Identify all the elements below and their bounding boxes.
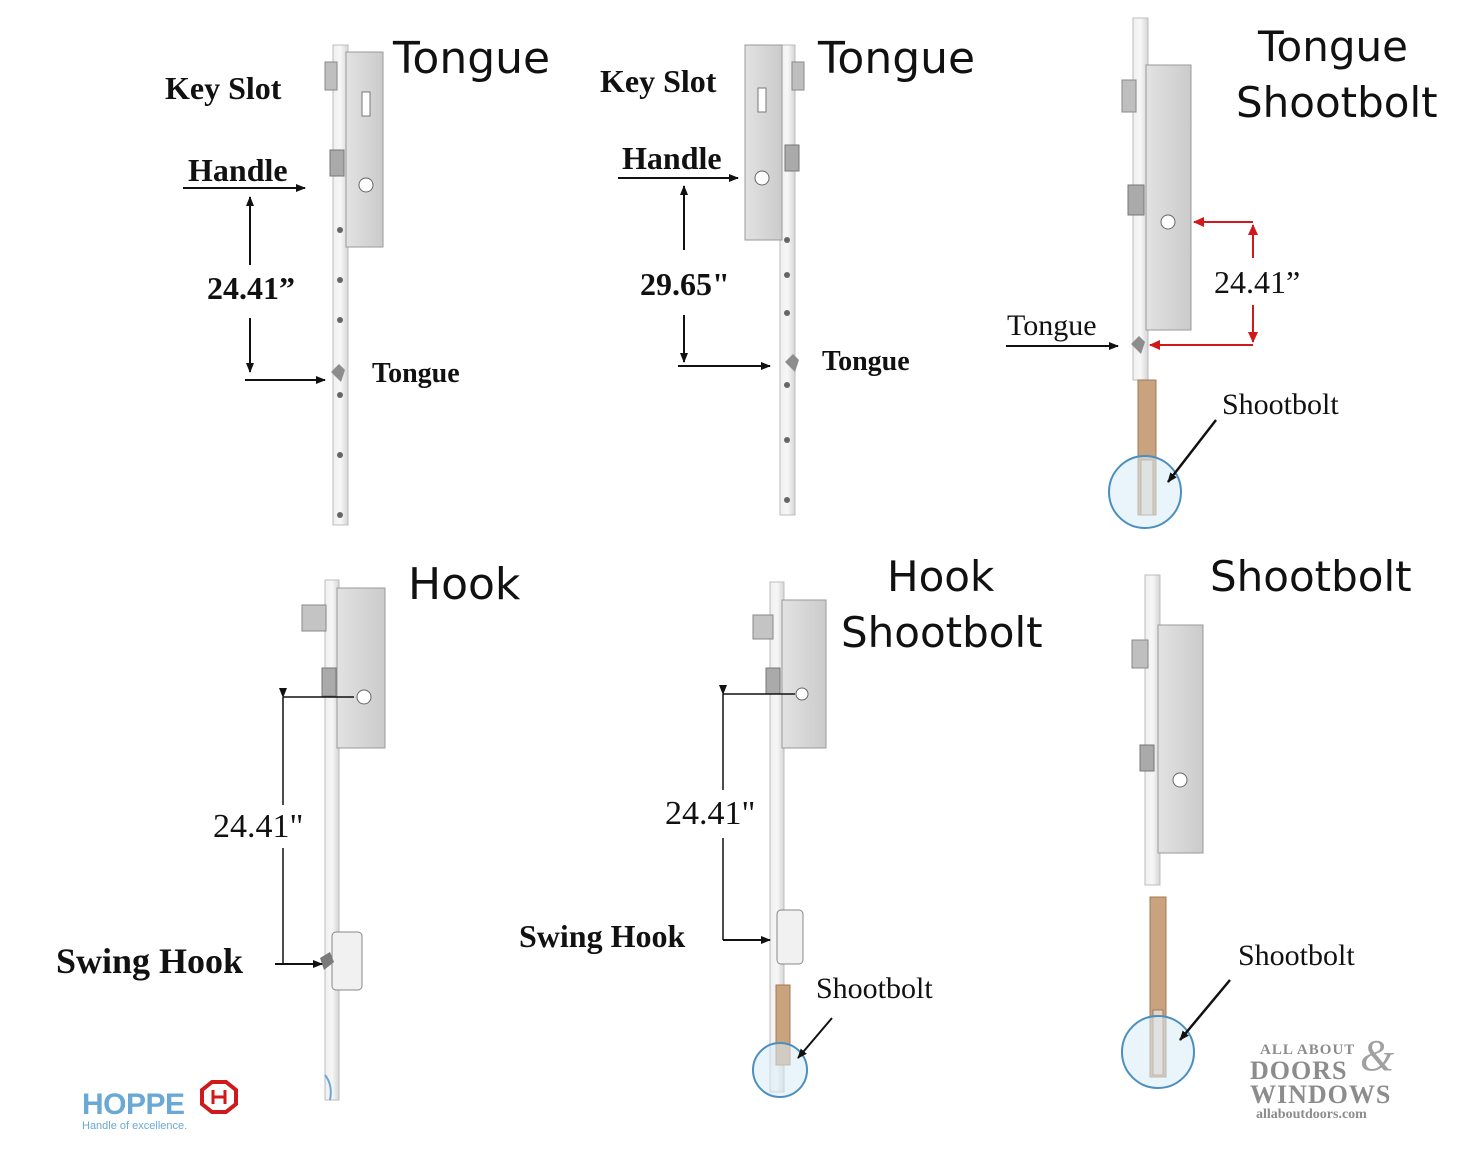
- panel3-shootbolt-label: Shootbolt: [1222, 388, 1339, 421]
- latch-3: [1121, 79, 1137, 113]
- panel3-measure: 24.41”: [1214, 264, 1301, 300]
- panel5-title-line1: Hook: [887, 552, 995, 601]
- latch-5: [752, 614, 774, 640]
- panel5-measure: 24.41": [665, 795, 756, 832]
- panel6-shootbolt-label: Shootbolt: [1238, 939, 1355, 972]
- panel1-tongue-label: Tongue: [372, 358, 460, 389]
- spindle-hole-2: [754, 170, 770, 186]
- panel5-title-line2: Shootbolt: [841, 608, 1043, 657]
- lock-panel-2: [618, 44, 805, 516]
- tongue-cam-1: [331, 364, 345, 382]
- gearbox-1: [345, 51, 384, 248]
- panel5-swing-hook-label: Swing Hook: [519, 918, 686, 954]
- latch-6: [1131, 639, 1149, 669]
- deadbolt-4: [321, 667, 337, 697]
- hoppe-logo-text: HOPPE: [82, 1088, 185, 1121]
- hoppe-logo-mark: [200, 1080, 238, 1114]
- aad-logo-url: allaboutdoors.com: [1256, 1107, 1367, 1122]
- latch-4: [301, 604, 327, 632]
- gearbox-4: [336, 587, 386, 749]
- shootbolt-highlight-6: [1121, 1015, 1195, 1089]
- aad-logo-line3: WINDOWS: [1250, 1080, 1392, 1109]
- swing-hook-4: [320, 952, 334, 970]
- deadbolt-5: [765, 667, 781, 695]
- deadbolt-1: [329, 149, 345, 177]
- panel1-measure: 24.41”: [207, 270, 295, 306]
- gearbox-3: [1145, 64, 1192, 331]
- swing-hook-box-5: [776, 909, 804, 965]
- cylinder-hole-2: [757, 87, 767, 113]
- panel4-swing-hook-label: Swing Hook: [56, 941, 244, 981]
- panel1-key-slot-label: Key Slot: [165, 70, 282, 106]
- panel6-title: Shootbolt: [1210, 552, 1412, 601]
- faceplate-screws-1: [337, 227, 343, 518]
- panel4-title: Hook: [408, 559, 521, 610]
- aad-logo-ampersand: &: [1360, 1031, 1395, 1080]
- shootbolt-highlight-3: [1108, 455, 1182, 529]
- lock-panel-6: [1121, 574, 1231, 1089]
- gearbox-2: [744, 44, 783, 241]
- lock-panel-1: [183, 44, 384, 526]
- panel1-handle-label: Handle: [188, 152, 288, 188]
- lock-panel-5: [719, 581, 833, 1098]
- deadbolt-2: [784, 144, 800, 172]
- tongue-cam-2: [785, 354, 799, 372]
- cylinder-hole-1: [361, 91, 371, 117]
- aad-logo-line2: DOORS: [1250, 1056, 1348, 1085]
- faceplate-screws-2: [784, 237, 790, 503]
- panel3-title-line1: Tongue: [1258, 22, 1408, 71]
- tongue-cam-3: [1131, 336, 1145, 354]
- spindle-hole-1: [358, 177, 374, 193]
- latch-1: [324, 61, 338, 91]
- panel2-key-slot-label: Key Slot: [600, 63, 717, 99]
- panel3-tongue-label: Tongue: [1007, 309, 1097, 342]
- panel4-measure: 24.41": [213, 808, 304, 845]
- panel2-handle-label: Handle: [622, 140, 722, 176]
- shootbolt-highlight-5: [752, 1042, 808, 1098]
- lock-panel-3: [1006, 17, 1258, 529]
- aad-logo-line1: ALL ABOUT: [1260, 1042, 1356, 1058]
- lock-panel-4: [275, 579, 386, 1101]
- panel2-tongue-label: Tongue: [822, 346, 910, 377]
- gearbox-5: [781, 599, 827, 749]
- latch-2: [791, 61, 805, 91]
- panel1-title: Tongue: [393, 33, 551, 84]
- panel5-shootbolt-label: Shootbolt: [816, 972, 933, 1005]
- spindle-hole-6: [1172, 772, 1188, 788]
- panel2-measure: 29.65": [640, 266, 730, 302]
- deadbolt-6: [1139, 744, 1155, 772]
- spindle-hole-3: [1160, 214, 1176, 230]
- spindle-hole-5: [795, 687, 809, 701]
- panel3-title-line2: Shootbolt: [1236, 78, 1438, 127]
- deadbolt-3: [1127, 184, 1145, 216]
- hoppe-tagline: Handle of excellence.: [82, 1120, 188, 1132]
- panel2-title: Tongue: [818, 33, 976, 84]
- gearbox-6: [1157, 624, 1204, 854]
- spindle-hole-4: [356, 689, 372, 705]
- swing-hook-box-4: [331, 931, 363, 991]
